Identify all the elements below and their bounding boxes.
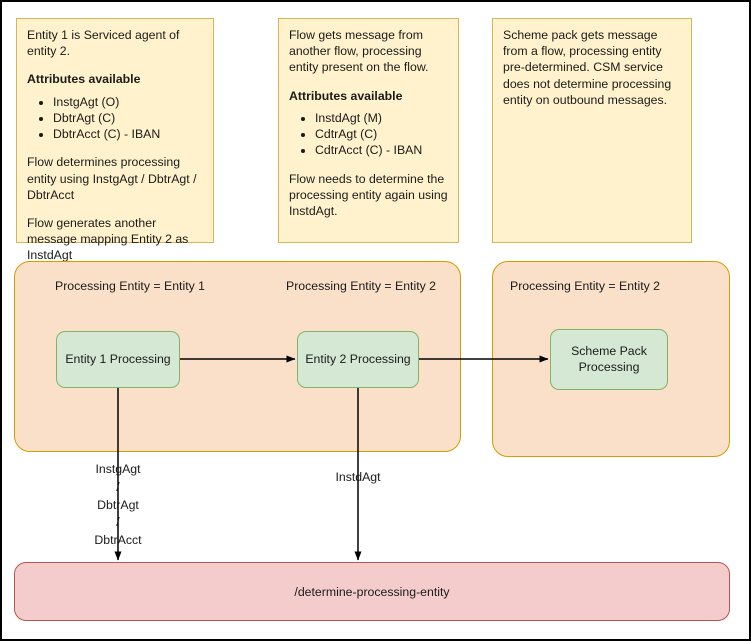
note-3-intro: Scheme pack gets message from a flow, pr… (503, 28, 672, 107)
note-scheme-pack: Scheme pack gets message from a flow, pr… (492, 18, 692, 243)
edge-label-instgagt-dbtragt-dbtracct: InstgAgt / DbtrAgt / DbtrAcct (94, 462, 142, 548)
note-entity-1: Entity 1 is Serviced agent of entity 2. … (16, 18, 214, 262)
lane-label-entity-1: Processing Entity = Entity 1 (55, 279, 206, 293)
list-item: DbtrAcct (C) - IBAN (53, 126, 203, 142)
process-entity-1[interactable]: Entity 1 Processing (56, 331, 180, 388)
lane-label-entity-2: Processing Entity = Entity 2 (286, 279, 437, 293)
note-2-intro: Flow gets message from another flow, pro… (289, 28, 429, 75)
process-scheme-pack-label: Scheme Pack Processing (571, 343, 647, 374)
endpoint-label: /determine-processing-entity (294, 584, 450, 599)
note-2-attribute-list: InstdAgt (M) CdtrAgt (C) CdtrAcct (C) - … (289, 110, 448, 159)
process-scheme-pack[interactable]: Scheme Pack Processing (550, 329, 668, 390)
note-2-body-1: Flow needs to determine the processing e… (289, 171, 448, 218)
note-1-attribute-list: InstgAgt (O) DbtrAgt (C) DbtrAcct (C) - … (27, 94, 203, 143)
edge-label-instdagt: InstdAgt (335, 470, 381, 484)
process-entity-2[interactable]: Entity 2 Processing (297, 331, 419, 388)
note-1-heading: Attributes available (27, 72, 141, 87)
note-2-heading: Attributes available (289, 88, 403, 103)
process-entity-1-label: Entity 1 Processing (65, 351, 171, 366)
list-item: InstdAgt (M) (315, 110, 448, 126)
list-item: CdtrAgt (C) (315, 126, 448, 142)
note-1-intro: Entity 1 is Serviced agent of entity 2. (27, 28, 180, 59)
note-flow-message: Flow gets message from another flow, pro… (278, 18, 459, 243)
process-entity-2-label: Entity 2 Processing (305, 351, 411, 366)
list-item: DbtrAgt (C) (53, 110, 203, 126)
note-1-body-2: Flow generates another message mapping E… (27, 215, 189, 263)
note-1-body-1: Flow determines processing entity using … (27, 155, 197, 202)
lane-label-scheme-pack-entity-2: Processing Entity = Entity 2 (510, 279, 661, 293)
list-item: CdtrAcct (C) - IBAN (315, 142, 448, 158)
list-item: InstgAgt (O) (53, 94, 203, 110)
endpoint-determine-processing-entity[interactable]: /determine-processing-entity (14, 562, 730, 621)
